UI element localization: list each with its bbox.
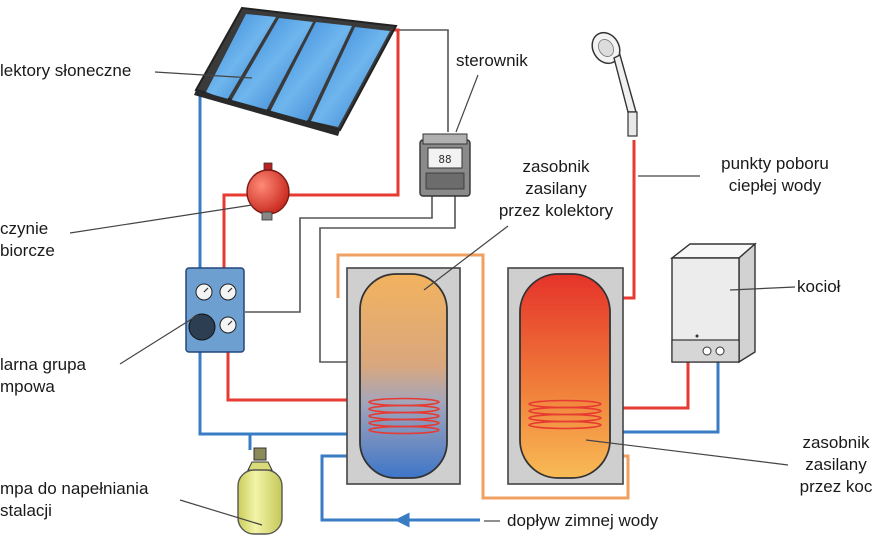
label-expansion-vessel-line-2: biorcze — [0, 241, 55, 260]
label-fill-pump-line-1: mpa do napełniania — [0, 479, 149, 498]
label-solar-tank-line-2: zasilany — [525, 179, 587, 198]
label-draw-points-line-1: punkty poboru — [721, 154, 829, 173]
wire-pump-group — [245, 196, 433, 313]
svg-text:88: 88 — [438, 153, 451, 166]
return-pipe — [336, 253, 630, 500]
fill-pump-cylinder — [237, 447, 283, 535]
label-pump-group-line-1: larna grupa — [0, 355, 87, 374]
cold-group-to-tank — [198, 352, 360, 436]
leader-lines — [69, 71, 796, 526]
label-solar-collectors: lektory słoneczne — [0, 61, 132, 80]
boiler-tank — [507, 267, 624, 485]
hot-boiler-line — [612, 360, 690, 410]
expansion-vessel — [246, 162, 290, 221]
label-solar-tank-line-1: zasobnik — [522, 157, 590, 176]
controller-unit: 88 — [419, 133, 471, 197]
label-draw-points: punkty poboru ciepłej wody — [700, 153, 850, 197]
signal-wires — [245, 29, 456, 363]
hand-shower — [591, 31, 638, 137]
gas-boiler — [669, 242, 757, 364]
label-pump-group: larna grupa mpowa — [0, 354, 86, 398]
label-expansion-vessel: czynie biorcze — [0, 218, 55, 262]
label-boiler-tank-line-1: zasobnik — [802, 433, 870, 452]
label-cold-water: dopływ zimnej wody — [507, 511, 659, 530]
solar-tank — [346, 267, 461, 485]
label-solar-tank-line-3: przez kolektory — [498, 201, 614, 220]
label-boiler-tank-line-3: przez koc — [799, 477, 873, 496]
cold-boiler-return — [612, 360, 720, 434]
cold-collector-return — [198, 84, 205, 268]
label-fill-pump: mpa do napełniania stalacji — [0, 478, 148, 522]
solar-collectors — [194, 6, 398, 136]
wire-tank-sensor — [319, 196, 456, 363]
label-expansion-vessel-line-1: czynie — [0, 219, 49, 238]
label-pump-group-line-2: mpowa — [0, 377, 55, 396]
label-boiler-tank-line-2: zasilany — [805, 455, 867, 474]
label-solar-tank: zasobnik zasilany przez kolektory — [488, 156, 624, 222]
pump-group-unit — [185, 267, 245, 353]
hot-group-to-coil — [226, 352, 360, 402]
label-fill-pump-line-2: stalacji — [0, 501, 52, 520]
label-draw-points-line-2: ciepłej wody — [728, 176, 822, 195]
hot-collector-to-group — [222, 28, 400, 268]
wire-collector-sensor — [392, 29, 449, 132]
label-boiler: kocioł — [797, 277, 841, 296]
label-boiler-tank: zasobnik zasilany przez koc — [792, 432, 880, 498]
label-controller: sterownik — [456, 51, 528, 70]
